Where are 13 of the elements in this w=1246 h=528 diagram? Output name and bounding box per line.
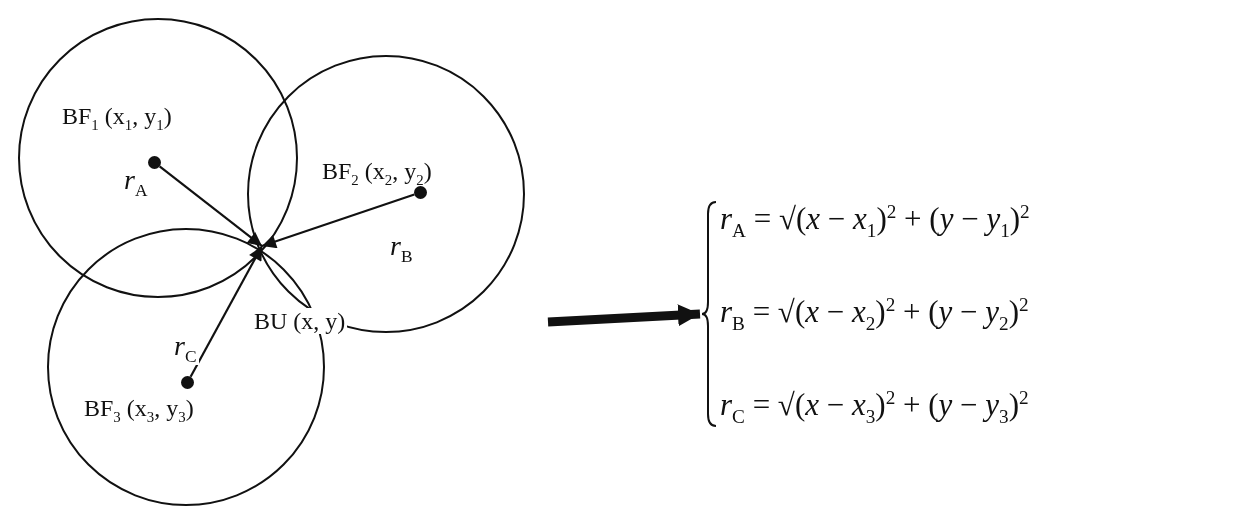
equation: r$_{B}$ = √(x − x$_{2}$)$^{2}$ + (y − y$_{2}$)$^{2}$ (720, 293, 1030, 335)
arrow (547, 304, 701, 327)
center-dot (148, 156, 161, 169)
center-dot (181, 376, 194, 389)
center-dot (414, 186, 427, 199)
station-label: BF$_{2}$ (x$_{2}$, y$_{2}$) (322, 159, 432, 188)
station-label: BF$_{3}$ (x$_{3}$, y$_{3}$) (84, 396, 194, 425)
arrow (158, 165, 263, 247)
arrow (261, 193, 415, 249)
arrow (189, 245, 263, 378)
equation: r$_{A}$ = √(x − x$_{1}$)$^{2}$ + (y − y$_{1}$)$^{2}$ (720, 200, 1031, 242)
equation: r$_{C}$ = √(x − x$_{3}$)$^{2}$ + (y − y$_{3}$)$^{2}$ (720, 386, 1030, 428)
station-label: BF$_{1}$ (x$_{1}$, y$_{1}$) (62, 104, 172, 133)
